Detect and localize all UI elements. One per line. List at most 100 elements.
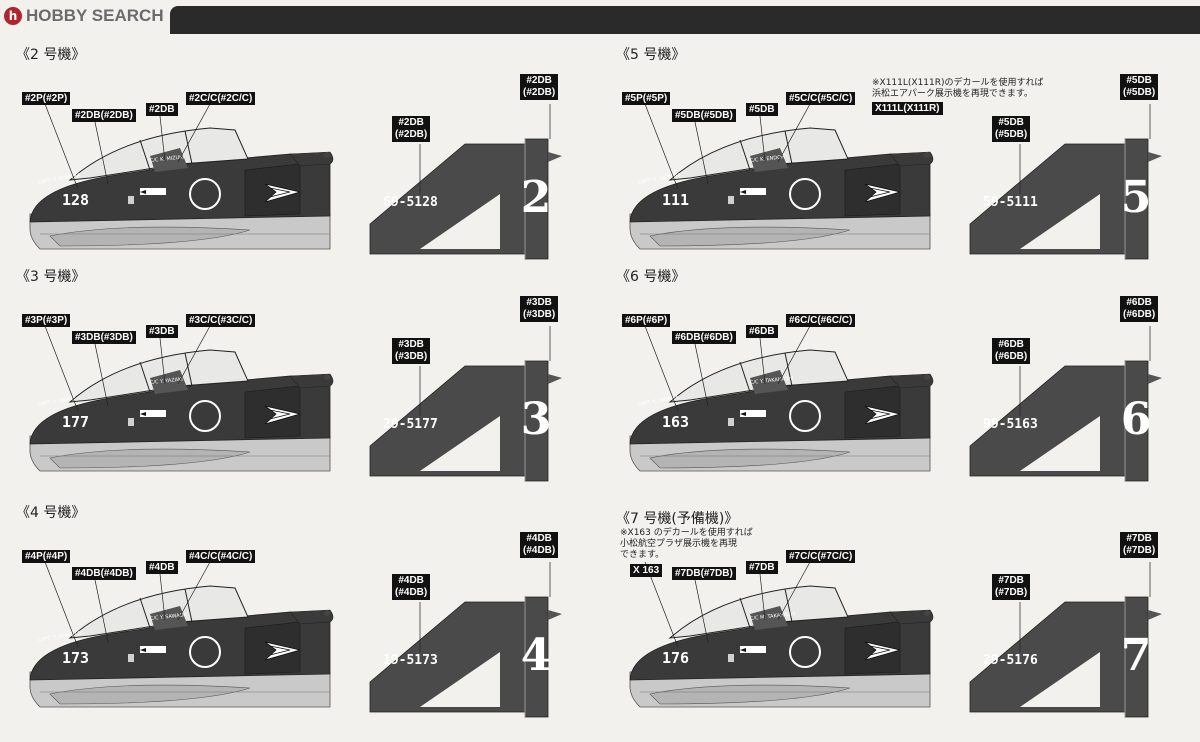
pilot-callout: #5P(#5P)	[622, 92, 671, 105]
rescue-placard	[740, 188, 766, 195]
nose-number: 128	[62, 191, 89, 209]
chevron-inner	[269, 187, 291, 198]
rescue-placard	[140, 410, 166, 417]
tail-callout-top: #3DB(#3DB)	[520, 296, 559, 322]
pilot-callout: #4P(#4P)	[22, 550, 71, 563]
intake-panel	[844, 163, 901, 217]
tail-callout-top-line: (#3DB)	[523, 309, 556, 320]
crew-chief-marking: C/C Y. TAKAHASHI	[750, 375, 794, 386]
drop-tank	[49, 684, 251, 705]
aft-spine	[289, 373, 334, 389]
db-small-callout: #3DB(#3DB)	[72, 331, 136, 344]
crew-chief-marking: C/C K. MIZUKI	[150, 154, 185, 164]
decal-note-line: できます。	[620, 550, 665, 560]
intake-panel	[244, 385, 301, 439]
tail-callout-side: #3DB(#3DB)	[392, 338, 431, 364]
tail-callout-side-line: (#2DB)	[395, 129, 428, 140]
leader-lines	[44, 325, 551, 416]
cc-callout: #2C/C(#2C/C)	[186, 92, 256, 105]
brand-logo[interactable]: h HOBBY SEARCH	[4, 4, 164, 28]
db-callout: #6DB	[746, 325, 778, 338]
tail-callout-top-line: (#7DB)	[1123, 545, 1156, 556]
tail-callout-top-line: #7DB	[1126, 533, 1152, 544]
header-bar-fill	[170, 6, 1200, 34]
canopy-frame-1	[739, 139, 751, 171]
arrow-mark	[140, 412, 146, 416]
canopy-frame-2	[184, 588, 193, 623]
panel-title: 《7 号機(予備機)》	[616, 511, 739, 527]
tail-cutout	[420, 416, 500, 471]
rescue-placard	[740, 410, 766, 417]
tail-serial: 99-5163	[983, 417, 1038, 432]
hinomaru-roundel	[789, 400, 821, 432]
cockpit-interior	[750, 606, 788, 630]
nose-number: 177	[62, 413, 89, 431]
cc-callout: #5C/C(#5C/C)	[786, 92, 856, 105]
intake-panel	[244, 163, 301, 217]
tail-callout-top-line: #6DB	[1126, 297, 1152, 308]
chevron-inner	[269, 645, 291, 656]
tail-callout-side: #6DB(#6DB)	[992, 338, 1031, 364]
tail-serial: 29-5177	[383, 417, 438, 432]
tail-tip	[548, 610, 562, 620]
arrow-mark	[740, 190, 746, 194]
warning-placard	[128, 418, 134, 426]
canopy-frame-2	[184, 130, 193, 165]
tail-digit: 4	[521, 630, 552, 681]
tail-tip	[1148, 374, 1162, 384]
decal-note: ※X111L(X111R)のデカールを使用すれば浜松エアパーク展示機を再現できま…	[872, 78, 1044, 100]
cockpit-interior	[750, 148, 788, 172]
panel-title: 《4 号機》	[16, 505, 86, 521]
db-small-callout: #2DB(#2DB)	[72, 109, 136, 122]
aircraft-diagram: 176 C/C M. TAKAHASHI 29-5176 7	[629, 561, 1162, 718]
extra-callout: X111L(X111R)	[872, 102, 943, 115]
aircraft-panel-3: 《3 号機》 177 CAPT. Y. OKANE	[0, 266, 600, 506]
hinomaru-roundel	[189, 178, 221, 210]
tail-callout-top-line: (#2DB)	[523, 87, 556, 98]
cockpit-interior	[750, 370, 788, 394]
drop-tank	[649, 226, 851, 247]
canopy-frame-1	[739, 597, 751, 629]
antenna-knob	[324, 152, 330, 158]
header-bar	[0, 6, 1200, 34]
tail-digit: 3	[521, 394, 552, 445]
pilot-name-marking: CAPT. Y. OKANE	[37, 395, 76, 408]
aircraft-panel-6: 《7 号機(予備機)》 176 C/C M.	[600, 502, 1200, 742]
db-callout: #4DB	[146, 561, 178, 574]
aircraft-panel-4: 《6 号機》 163 CAPT. K. MORIYA	[600, 266, 1200, 506]
tail-serial: 59-5111	[983, 195, 1038, 210]
tail-digit: 5	[1121, 172, 1152, 223]
db-small-callout: #4DB(#4DB)	[72, 567, 136, 580]
antenna-knob	[924, 152, 930, 158]
aft-spine	[289, 609, 334, 625]
hinomaru-roundel	[189, 636, 221, 668]
warning-placard	[128, 196, 134, 204]
db-small-callout: #5DB(#5DB)	[672, 109, 736, 122]
pilot-callout: #3P(#3P)	[22, 314, 71, 327]
tail-callout-top-line: #4DB	[526, 533, 552, 544]
rescue-placard	[740, 646, 766, 653]
tail-callout-side-line: #3DB	[398, 339, 424, 350]
tail-callout-side-line: (#4DB)	[395, 587, 428, 598]
antenna-knob	[924, 610, 930, 616]
tail-callout-top: #4DB(#4DB)	[520, 532, 559, 558]
chevron-inner	[869, 645, 891, 656]
arrow-mark	[740, 412, 746, 416]
leader-lines	[44, 561, 551, 652]
aft-spine	[889, 609, 934, 625]
tail-tip	[548, 152, 562, 162]
tail-cutout	[1020, 652, 1100, 707]
aircraft-diagram: 128 CAPT. Y. NOMURA C/C K. MIZUKI 69-512…	[29, 103, 562, 260]
canopy-frame-2	[184, 352, 193, 387]
tail-serial: 69-5128	[383, 195, 438, 210]
arrow-mark	[140, 190, 146, 194]
hinomaru-roundel	[789, 178, 821, 210]
tail-callout-side-line: #6DB	[998, 339, 1024, 350]
db-small-callout: #7DB(#7DB)	[672, 567, 736, 580]
db-callout: #5DB	[746, 103, 778, 116]
decal-note-line: ※X111L(X111R)のデカールを使用すれば	[872, 78, 1044, 88]
pilot-callout: #6P(#6P)	[622, 314, 671, 327]
leader-lines	[644, 103, 1151, 194]
rescue-placard	[140, 188, 166, 195]
tail-callout-side-line: #4DB	[398, 575, 424, 586]
